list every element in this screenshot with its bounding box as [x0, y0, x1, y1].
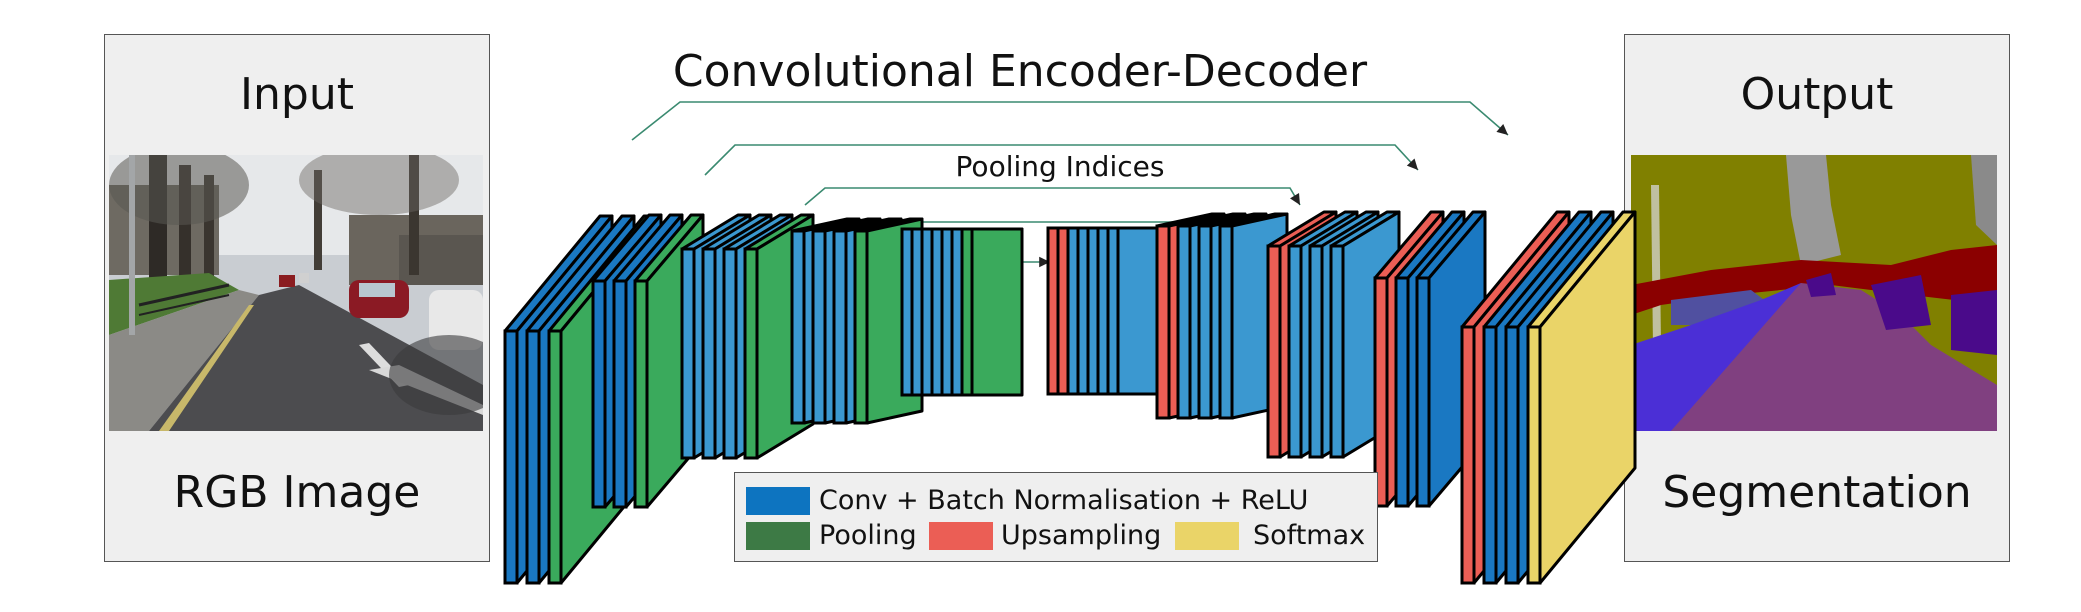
- encoder-stage-4: [790, 217, 924, 425]
- legend-upsampling-label: Upsampling: [1001, 520, 1162, 551]
- legend-pooling-label: Pooling: [819, 520, 917, 551]
- skip-connection-1: [631, 101, 1509, 141]
- output-title: Output: [1740, 69, 1894, 120]
- input-panel: Input: [104, 34, 490, 562]
- legend-conv-swatch: [746, 487, 810, 515]
- decoder-stage-1: [1046, 226, 1170, 396]
- input-caption: RGB Image: [173, 467, 421, 518]
- skip-connection-1-arrowhead: [1496, 123, 1508, 135]
- output-panel: Output Segmentation: [1624, 34, 2010, 562]
- skip-connection-2-arrowhead: [1406, 158, 1418, 170]
- encoder-stage-5: [900, 227, 1024, 397]
- network-layers: [503, 210, 1637, 585]
- decoder-stage-3: [1266, 210, 1401, 459]
- skip-connection-5-arrowhead: [1039, 256, 1050, 268]
- skip-connection-3-arrowhead: [1290, 193, 1300, 205]
- legend-upsampling-swatch: [929, 522, 993, 550]
- skip-connection-2: [704, 144, 1419, 176]
- softmax-layer: [1526, 210, 1637, 585]
- output-caption: Segmentation: [1662, 467, 1972, 518]
- legend-softmax-label: Softmax: [1253, 520, 1366, 551]
- rgb-image: [109, 155, 483, 431]
- legend-conv-label: Conv + Batch Normalisation + ReLU: [819, 485, 1309, 516]
- diagram-title: Convolutional Encoder-Decoder: [672, 46, 1368, 97]
- input-title: Input: [240, 69, 354, 120]
- legend: Conv + Batch Normalisation + ReLU Poolin…: [734, 472, 1378, 562]
- decoder-stage-5: [1460, 210, 1637, 585]
- encoder-stage-3: [680, 213, 815, 460]
- pooling-indices-label: Pooling Indices: [955, 150, 1165, 183]
- skip-connection-3: [804, 187, 1301, 206]
- legend-pooling-swatch: [746, 522, 810, 550]
- legend-softmax-swatch: [1175, 522, 1239, 550]
- segmentation-image: [1631, 155, 1997, 431]
- pooling-layer: [960, 227, 1024, 397]
